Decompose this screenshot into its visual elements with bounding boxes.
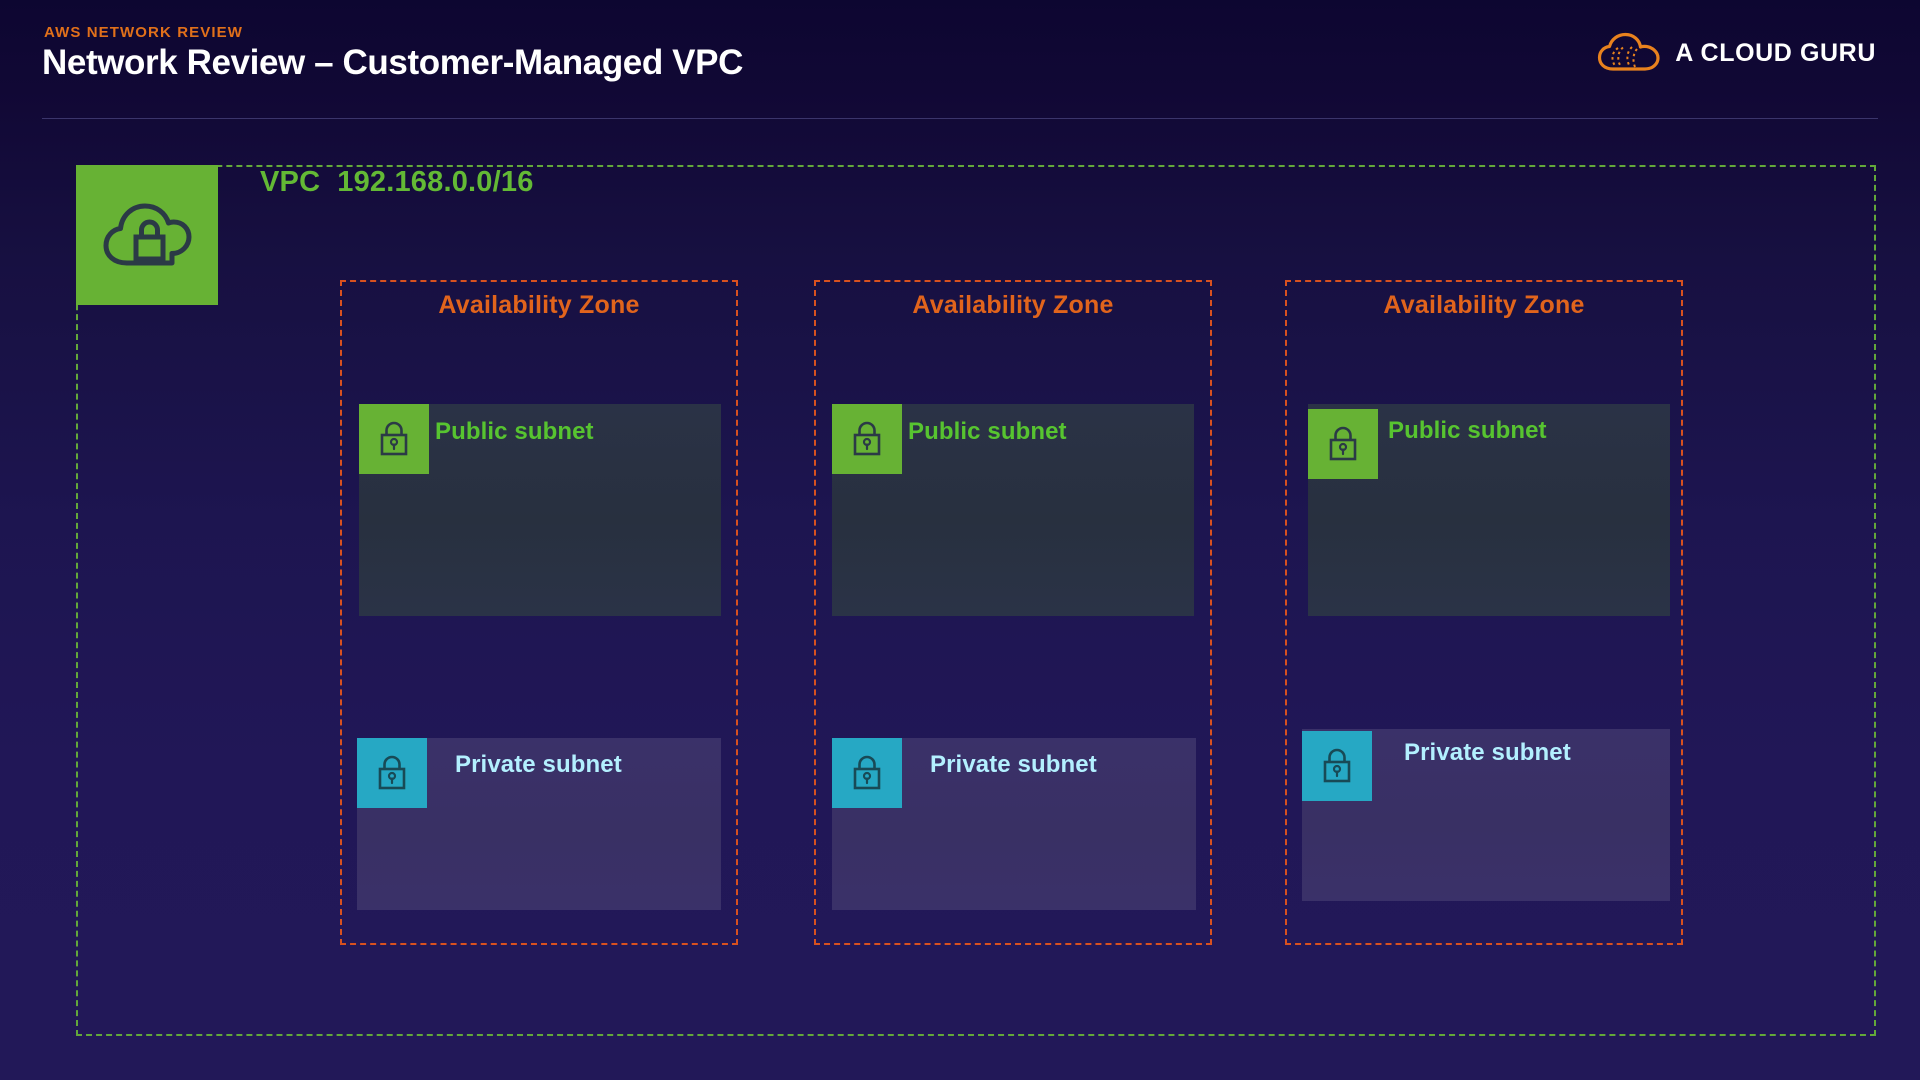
- public-subnet-label: Public subnet: [1388, 417, 1547, 444]
- padlock-icon: [832, 404, 902, 474]
- padlock-icon: [359, 404, 429, 474]
- availability-zone-title: Availability Zone: [912, 291, 1114, 319]
- header-divider: [42, 118, 1878, 119]
- private-subnet: Private subnet: [832, 738, 1196, 910]
- padlock-icon: [1308, 409, 1378, 479]
- page-title: Network Review – Customer-Managed VPC: [42, 43, 743, 82]
- private-subnet-label: Private subnet: [930, 751, 1097, 778]
- public-subnet-label: Public subnet: [908, 418, 1067, 445]
- availability-zone: Availability Zone: [814, 280, 1212, 945]
- private-subnet: Private subnet: [1302, 729, 1670, 901]
- vpc-boundary: [76, 165, 1876, 1036]
- availability-zone: Availability Zone: [1285, 280, 1683, 945]
- private-subnet-label: Private subnet: [1404, 739, 1571, 766]
- brand: A CLOUD GURU: [1596, 30, 1876, 76]
- padlock-icon: [357, 738, 427, 808]
- cloud-logo-icon: [1596, 31, 1662, 75]
- vpc-cidr-text: 192.168.0.0/16: [337, 166, 534, 198]
- availability-zone: Availability Zone: [340, 280, 738, 945]
- availability-zone-title: Availability Zone: [438, 291, 640, 319]
- private-subnet-label: Private subnet: [455, 751, 622, 778]
- availability-zone-title: Availability Zone: [1383, 291, 1585, 319]
- page-header: AWS NETWORK REVIEW Network Review – Cust…: [0, 0, 1920, 120]
- vpc-label: VPC 192.168.0.0/16: [260, 166, 534, 199]
- private-subnet: Private subnet: [357, 738, 721, 910]
- padlock-icon: [832, 738, 902, 808]
- brand-name: A CLOUD GURU: [1675, 38, 1876, 67]
- eyebrow-label: AWS NETWORK REVIEW: [44, 24, 243, 41]
- public-subnet: Public subnet: [832, 404, 1194, 616]
- vpc-cloud-lock-icon: [76, 165, 218, 305]
- public-subnet: Public subnet: [1308, 404, 1670, 616]
- public-subnet-label: Public subnet: [435, 418, 594, 445]
- padlock-icon: [1302, 731, 1372, 801]
- public-subnet: Public subnet: [359, 404, 721, 616]
- vpc-label-text: VPC: [260, 166, 321, 198]
